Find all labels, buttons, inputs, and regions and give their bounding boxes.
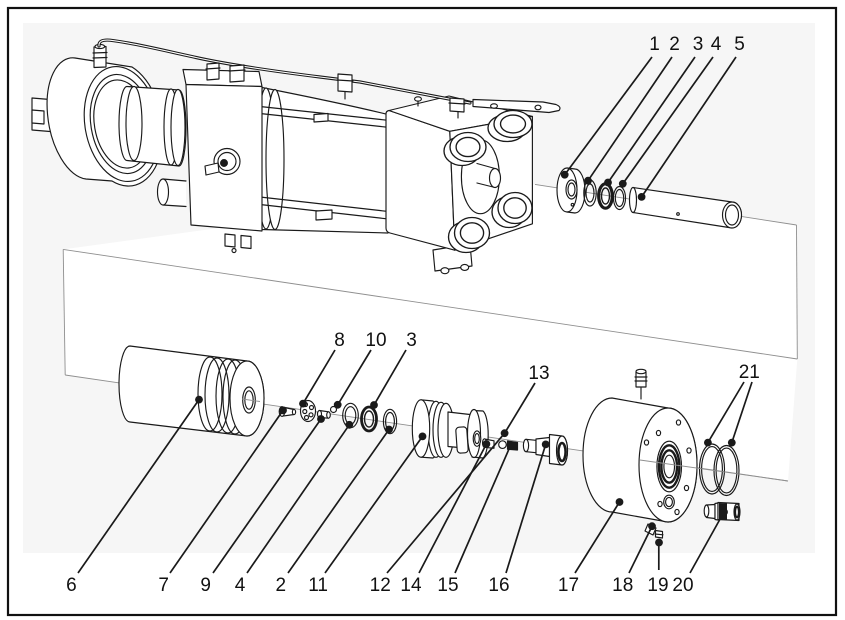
- svg-text:12: 12: [370, 575, 391, 596]
- svg-text:19: 19: [647, 575, 668, 596]
- svg-text:1: 1: [649, 34, 660, 55]
- svg-text:10: 10: [365, 330, 386, 351]
- svg-text:20: 20: [672, 575, 693, 596]
- svg-text:4: 4: [235, 575, 246, 596]
- svg-text:17: 17: [558, 575, 579, 596]
- svg-text:21: 21: [739, 362, 760, 383]
- svg-text:8: 8: [334, 330, 345, 351]
- svg-text:14: 14: [400, 575, 422, 596]
- svg-text:18: 18: [612, 575, 633, 596]
- svg-text:7: 7: [158, 575, 169, 596]
- svg-text:6: 6: [66, 575, 77, 596]
- svg-text:3: 3: [693, 34, 704, 55]
- svg-text:5: 5: [734, 34, 745, 55]
- svg-text:15: 15: [437, 575, 458, 596]
- svg-text:3: 3: [406, 330, 417, 351]
- svg-text:9: 9: [200, 575, 211, 596]
- svg-text:4: 4: [711, 34, 722, 55]
- svg-text:13: 13: [528, 363, 549, 384]
- svg-text:16: 16: [488, 575, 509, 596]
- svg-text:2: 2: [669, 34, 680, 55]
- svg-text:2: 2: [276, 575, 287, 596]
- svg-text:11: 11: [308, 575, 328, 596]
